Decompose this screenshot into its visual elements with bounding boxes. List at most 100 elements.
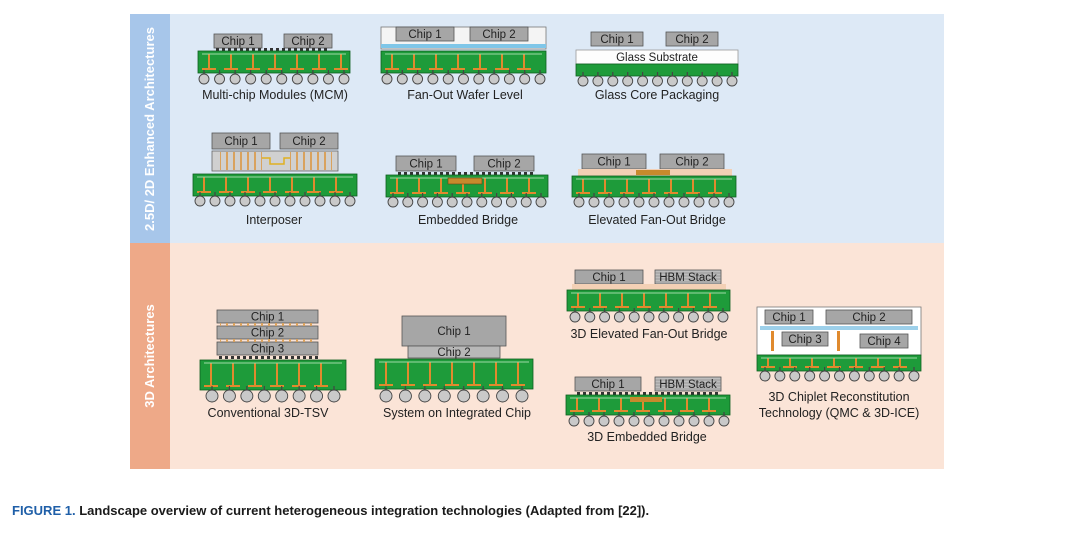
- eb3d-solder-ball: [688, 415, 700, 427]
- eb-bump: [524, 172, 527, 175]
- mcm-bump: [294, 48, 297, 51]
- soic-chip2: [407, 345, 501, 359]
- interposer-substrate-via: [291, 177, 293, 193]
- tsv-chip1-label: Chip 1: [251, 312, 284, 324]
- mcm-solder-ball: [229, 73, 241, 85]
- recon-chip3-label: Chip 3: [788, 334, 821, 346]
- eb3d-solder-ball: [673, 415, 685, 427]
- soic-solder-ball: [437, 389, 451, 403]
- soic-substrate-via: [473, 362, 475, 386]
- interposer-substrate-trace: [329, 191, 343, 193]
- eb3d-substrate-trace: [680, 410, 694, 412]
- efo3d-solder-ball: [687, 311, 699, 323]
- eb3d-substrate-via: [686, 398, 688, 412]
- eb3d-bump: [631, 392, 634, 395]
- label-conventional-3d-tsv: Conventional 3D-TSV: [208, 406, 330, 420]
- efo3d-solder-ball: [584, 311, 596, 323]
- recon-solder-ball: [759, 370, 771, 382]
- recon-solder-ball: [863, 370, 875, 382]
- eb-substrate-via: [440, 178, 442, 194]
- eb-bump: [410, 172, 413, 175]
- efo3d-substrate-via: [643, 293, 645, 308]
- mcm-substrate-via: [230, 54, 232, 70]
- tsv-bump: [273, 356, 276, 359]
- mcm-bump: [246, 48, 249, 51]
- efo3d-solder-ball: [643, 311, 655, 323]
- label-glass-core-packaging: Glass Core Packaging: [595, 88, 719, 102]
- tsv-bump: [249, 356, 252, 359]
- mcm-substrate-trace: [224, 68, 238, 70]
- mcm-bump: [306, 48, 309, 51]
- eb3d-substrate-trace: [658, 410, 672, 412]
- glass-solder-ball: [696, 75, 708, 87]
- fowl-chip1-label: Chip 1: [408, 29, 441, 41]
- soic-solder-ball: [457, 389, 471, 403]
- eb3d-solder-ball: [598, 415, 610, 427]
- label-reconstitution-line1: 3D Chiplet Reconstitution: [768, 390, 909, 404]
- eb3d-solder-ball: [718, 415, 730, 427]
- eb-bump: [512, 172, 515, 175]
- recon-substrate-via: [833, 358, 835, 368]
- glass-solder-ball: [622, 75, 634, 87]
- eb-bump: [464, 172, 467, 175]
- eb-bump: [404, 172, 407, 175]
- fowl-solder-ball: [381, 73, 393, 85]
- eb3d-bump: [673, 392, 676, 395]
- tsv-bump: [231, 356, 234, 359]
- mcm-bump: [318, 48, 321, 51]
- fowl-chip2-label: Chip 2: [482, 29, 515, 41]
- interposer-solder-ball: [254, 195, 266, 207]
- eb3d-bump: [637, 392, 640, 395]
- label-reconstitution-line2: Technology (QMC & 3D-ICE): [759, 406, 919, 420]
- efo-solder-ball: [648, 196, 660, 208]
- eb-solder-ball: [402, 196, 414, 208]
- glass-chip2-label: Chip 2: [675, 34, 708, 46]
- recon-chip4-label: Chip 4: [867, 336, 901, 348]
- efo3d-substrate-via: [709, 293, 711, 308]
- eb-solder-ball: [520, 196, 532, 208]
- mcm-substrate-trace: [334, 68, 348, 70]
- glass-solder-ball: [681, 75, 693, 87]
- recon-solder-ball: [789, 370, 801, 382]
- eb3d-bump: [595, 392, 598, 395]
- tsv-substrate-via: [254, 363, 256, 387]
- eb-chip1-label: Chip 1: [409, 159, 442, 171]
- efo3d-substrate-trace: [593, 306, 607, 308]
- tsv-solder-ball: [310, 389, 324, 403]
- mcm-bump: [234, 48, 237, 51]
- fowl-substrate-trace: [385, 68, 399, 70]
- efo-substrate-trace: [598, 192, 612, 194]
- recon-solder-ball: [878, 370, 890, 382]
- efo-solder-ball: [723, 196, 735, 208]
- eb-solder-ball: [417, 196, 429, 208]
- efo3d-solder-ball: [628, 311, 640, 323]
- mcm-bump: [258, 48, 261, 51]
- soic-substrate-trace: [401, 384, 415, 386]
- fowl-substrate-via: [435, 54, 437, 70]
- eb3d-bridge: [630, 397, 662, 402]
- eb3d-bump: [685, 392, 688, 395]
- eb3d-bump: [625, 392, 628, 395]
- efo-chip1-label: Chip 1: [597, 157, 630, 169]
- mcm-chip2-label: Chip 2: [291, 36, 324, 48]
- label-interposer: Interposer: [246, 213, 302, 227]
- tsv-bump: [291, 356, 294, 359]
- eb-substrate-via: [462, 178, 464, 194]
- recon-solder-ball: [893, 370, 905, 382]
- interposer-solder-ball: [269, 195, 281, 207]
- tsv-substrate-trace: [270, 385, 284, 387]
- eb-substrate-via: [484, 178, 486, 194]
- mcm-bump: [240, 48, 243, 51]
- efo-solder-ball: [588, 196, 600, 208]
- eb-bump: [494, 172, 497, 175]
- eb3d-bump: [577, 392, 580, 395]
- efo-solder-ball: [618, 196, 630, 208]
- efo3d-solder-ball: [717, 311, 729, 323]
- eb-bridge: [447, 177, 483, 185]
- recon-solder-ball: [848, 370, 860, 382]
- tsv-bump: [255, 356, 258, 359]
- glass-chip2: [665, 31, 719, 47]
- mcm-solder-ball: [276, 73, 288, 85]
- interposer-chip2-label: Chip 2: [292, 136, 325, 148]
